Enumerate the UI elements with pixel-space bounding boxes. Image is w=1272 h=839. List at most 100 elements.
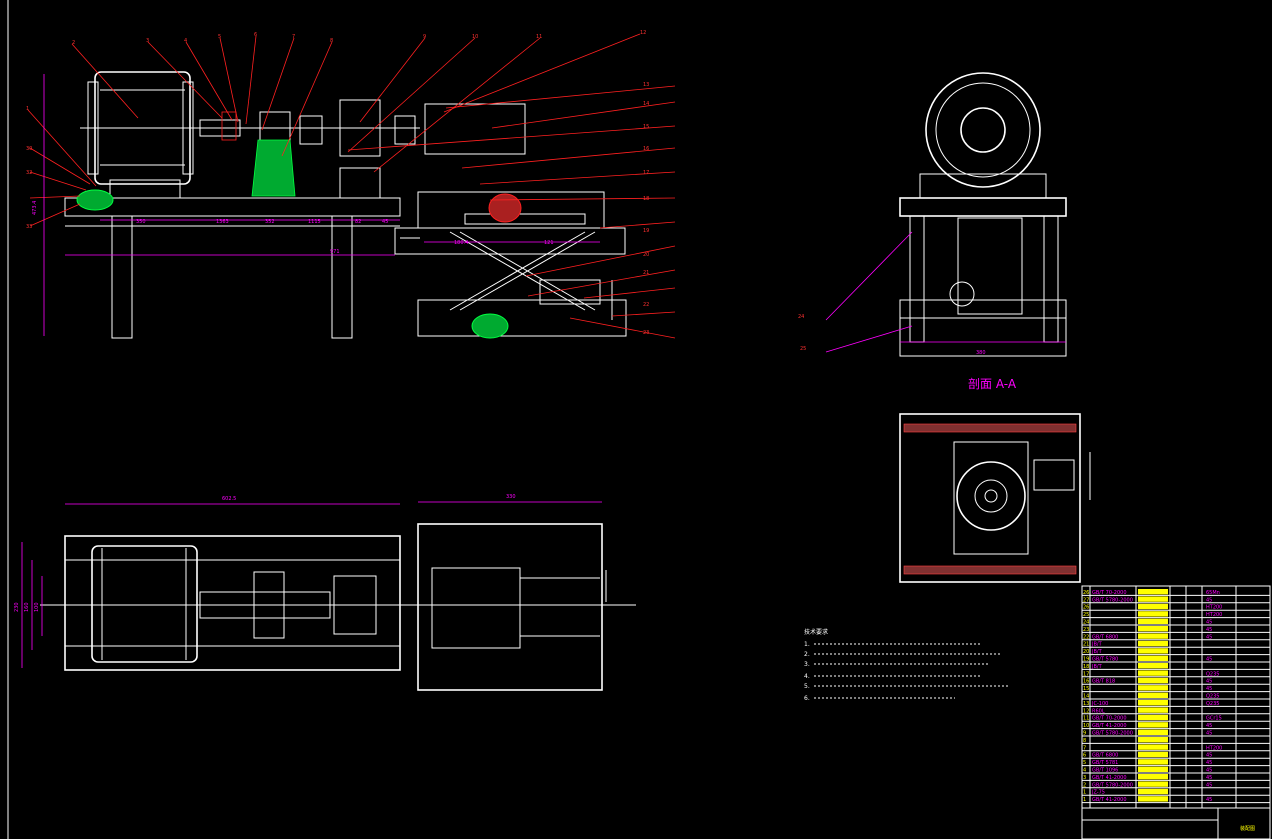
bed-plate (64, 197, 401, 217)
svg-text:602.5: 602.5 (222, 496, 236, 502)
bom-name-cell (1138, 759, 1168, 765)
bom-name-cell (1138, 722, 1168, 728)
bom-no: 23 (1083, 627, 1089, 633)
svg-text:180.4: 180.4 (454, 240, 468, 246)
svg-text:22: 22 (643, 302, 649, 308)
svg-text:23: 23 (643, 330, 649, 336)
bom-name-cell (1138, 589, 1168, 595)
bom-material: Q235 (1206, 671, 1219, 677)
svg-text:20: 20 (643, 252, 649, 258)
bom-name-cell (1138, 692, 1168, 698)
bom-standard: JB/T (1091, 642, 1103, 648)
bom-no: 13 (1083, 701, 1089, 707)
bom-material: 45 (1206, 731, 1212, 737)
svg-text:1: 1 (26, 106, 29, 112)
bom-standard: GB/T 5780-2000 (1092, 782, 1133, 788)
svg-text:21: 21 (643, 270, 649, 276)
bom-standard: GB/T 5780-2000 (1092, 731, 1133, 737)
bom-material: 45 (1206, 597, 1212, 603)
svg-text:380: 380 (976, 350, 986, 356)
bom-name-cell (1138, 737, 1168, 743)
section-view (899, 413, 1091, 583)
bom-name-cell (1138, 596, 1168, 602)
svg-text:1363: 1363 (216, 219, 229, 225)
bom-material: GCr15 (1206, 716, 1222, 722)
bom-no: 22 (1083, 634, 1089, 640)
svg-text:330: 330 (506, 494, 516, 500)
bom-material: 45 (1206, 723, 1212, 729)
svg-text:16: 16 (643, 146, 649, 152)
bom-no: 7 (1083, 745, 1086, 751)
bom-no: 27 (1083, 597, 1089, 603)
svg-text:32: 32 (26, 170, 32, 176)
bom-material: HT200 (1206, 745, 1222, 751)
svg-text:2.: 2. (804, 651, 810, 658)
svg-text:7: 7 (292, 34, 295, 40)
bom-material: HT200 (1206, 605, 1222, 611)
svg-text:473.4: 473.4 (32, 201, 38, 215)
svg-text:技术要求: 技术要求 (804, 628, 828, 636)
bom-name-cell (1138, 714, 1168, 721)
bom-material: 45 (1206, 760, 1212, 766)
bom-name-cell (1138, 729, 1168, 735)
bom-name-cell (1138, 663, 1168, 669)
svg-text:5: 5 (218, 34, 221, 40)
svg-text:25: 25 (800, 346, 806, 352)
drawing-name: 装配图 (1240, 825, 1255, 832)
front-dimensions: 350 1363 352 1115 82 45 180.4 121 971 47… (32, 74, 600, 336)
bom-standard: GB/T 1096 (1092, 768, 1118, 774)
bom-name-cell (1138, 603, 1168, 610)
bom-no: 25 (1083, 612, 1089, 618)
bom-no: 4 (1083, 768, 1086, 774)
bom-material: 65Mn (1206, 590, 1220, 596)
bom-no: 5 (1083, 760, 1086, 766)
bom-material: 45 (1206, 634, 1212, 640)
bom-material: 45 (1206, 686, 1212, 692)
bom-name-cell (1138, 648, 1168, 654)
bom-standard: JZ-75 (1091, 790, 1105, 796)
svg-text:160: 160 (24, 602, 30, 612)
bom-standard: GB/T 6800 (1092, 634, 1118, 640)
bom-no: 11 (1083, 716, 1089, 722)
bom-no: 14 (1083, 694, 1089, 700)
bom-name-cell (1138, 670, 1168, 676)
bom-standard: GB/T 41-2000 (1092, 797, 1127, 803)
bom-name-cell (1138, 700, 1168, 706)
svg-text:18: 18 (643, 196, 649, 202)
svg-text:19: 19 (643, 228, 649, 234)
bom-standard: GB/T 41-2000 (1092, 723, 1127, 729)
section-label: 剖面 A-A (968, 377, 1017, 391)
svg-text:5.: 5. (804, 683, 810, 690)
bom-standard: R60L (1092, 708, 1105, 714)
bom-name-cell (1138, 774, 1168, 780)
svg-text:82: 82 (355, 219, 361, 225)
svg-text:6.: 6. (804, 695, 810, 702)
bom-no: 26 (1083, 590, 1089, 596)
title-block: 装配图 (1081, 807, 1271, 839)
bom-name-cell (1138, 744, 1168, 750)
bom-standard: GB/T 70-2000 (1092, 716, 1127, 722)
bom-standard: GB/T 41-2000 (1092, 775, 1127, 781)
bom-standard: JB/T (1091, 649, 1103, 655)
bom-standard: JB/T (1091, 664, 1103, 670)
bom-no: 26 (1083, 605, 1089, 611)
bom-no: 12 (1083, 708, 1089, 714)
bom-name-cell (1138, 707, 1168, 713)
svg-text:17: 17 (643, 170, 649, 176)
bom-standard: GB/T 70-2000 (1092, 590, 1127, 596)
bom-no: 9 (1083, 731, 1086, 737)
bom-material: Q235 (1206, 694, 1219, 700)
bom-name-cell (1138, 796, 1168, 802)
bom-standard: GB/T 5780 (1092, 657, 1118, 663)
svg-text:45: 45 (382, 219, 388, 225)
bom-material: 45 (1206, 797, 1212, 803)
svg-text:4: 4 (184, 38, 187, 44)
svg-text:100: 100 (34, 602, 40, 612)
svg-text:24: 24 (798, 314, 804, 320)
bom-material: 45 (1206, 775, 1212, 781)
bom-material: 45 (1206, 782, 1212, 788)
front-view: 2 3 4 5 6 7 8 9 10 11 12 13 14 15 16 17 … (26, 30, 676, 339)
bom-no: 24 (1083, 620, 1089, 626)
